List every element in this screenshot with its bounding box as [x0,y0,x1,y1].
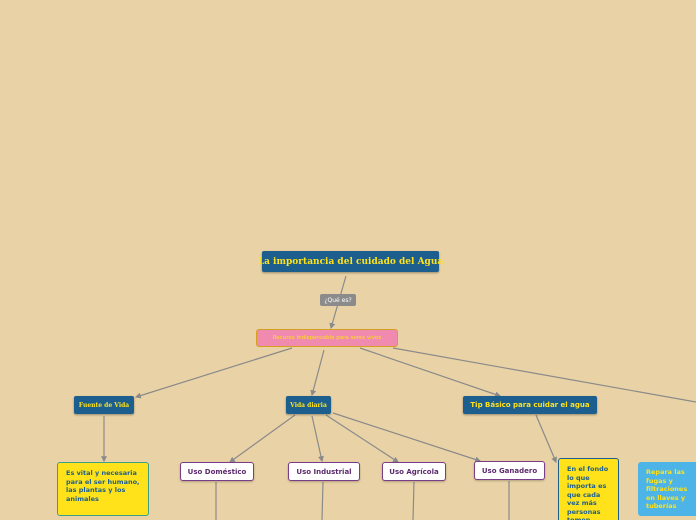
topic-uso-industrial[interactable]: Uso Industrial [288,462,360,481]
topic-uso-ganadero[interactable]: Uso Ganadero [474,461,545,480]
link-recurso-vida [310,349,325,397]
topic-fuente-de-vida[interactable]: Fuente de Vida [74,396,134,414]
topic-uso-agricola[interactable]: Uso Agrícola [382,462,446,481]
topic-tip-basico[interactable]: Tip Básico para cuidar el agua [463,396,597,414]
topic-uso-domestico[interactable]: Uso Doméstico [180,462,254,481]
topic-repara-fugas[interactable]: Repara las fugas y filtraciones en llave… [638,462,696,516]
link-tip-fondo [535,414,557,464]
topic-vital-necesaria[interactable]: Es vital y necesaria para el ser humano,… [57,462,149,516]
link-recurso-tip [359,347,502,398]
link-vida-domestico [229,414,296,463]
topic-vida-diaria[interactable]: Vida diaria [286,396,331,414]
link-vida-industrial [311,415,324,463]
link-label[interactable]: ¿Qué es? [320,294,356,306]
link-vida-ganadero [332,412,482,463]
topic-recurso[interactable]: Recurso Indispensable para seres vivos [256,329,398,347]
link-vida-agricola [325,414,400,463]
link-recurso-offscreen [392,347,696,403]
root-topic[interactable]: La importancia del cuidado del Agua [258,251,443,272]
topic-en-el-fondo[interactable]: En el fondo lo que importa es que cada v… [558,458,619,520]
link-industrial-down [321,481,324,520]
link-agricola-down [412,481,415,520]
link-recurso-fuente [134,347,293,399]
